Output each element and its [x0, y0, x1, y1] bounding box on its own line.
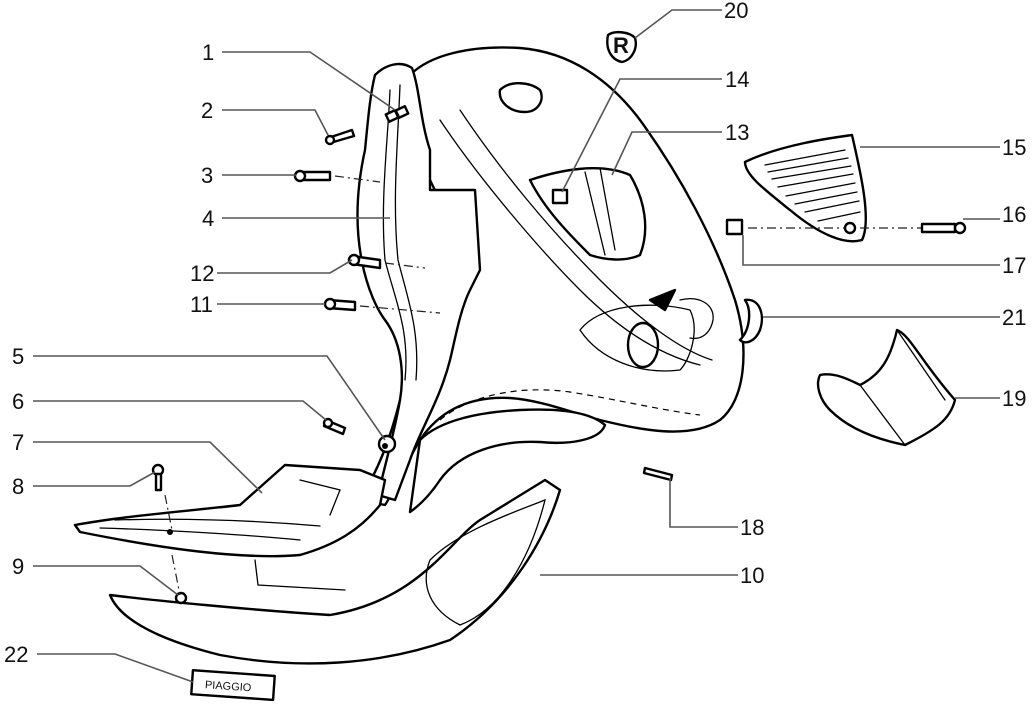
callout-18: 18 — [740, 515, 764, 540]
callout-3: 3 — [201, 163, 213, 188]
leader-lines — [33, 9, 1000, 683]
callout-19: 19 — [1002, 386, 1026, 411]
callout-17: 17 — [1002, 253, 1026, 278]
callout-21: 21 — [1002, 305, 1026, 330]
callout-1: 1 — [202, 40, 214, 65]
callout-15: 15 — [1002, 135, 1026, 160]
clip-17 — [725, 218, 744, 236]
callout-10: 10 — [740, 563, 764, 588]
footrest-mat — [73, 463, 387, 558]
badge-text: PIAGGIO — [205, 679, 253, 694]
callout-2: 2 — [201, 98, 213, 123]
screw-3 — [293, 169, 381, 183]
callout-12: 12 — [190, 261, 214, 286]
callout-6: 6 — [12, 389, 24, 414]
callout-13: 13 — [725, 120, 749, 145]
screw-2 — [324, 128, 356, 146]
screw-11 — [323, 297, 441, 314]
callout-11: 11 — [190, 292, 213, 317]
screw-16 — [920, 221, 967, 235]
piaggio-badge: PIAGGIO — [190, 669, 276, 702]
spring-18 — [642, 466, 674, 482]
callout-9: 9 — [12, 554, 24, 579]
screw-6 — [322, 417, 347, 436]
emblem-20: R — [606, 30, 637, 64]
grille-15 — [743, 133, 922, 243]
screw-12 — [347, 253, 426, 270]
callout-14: 14 — [725, 67, 749, 92]
emblem-letter: R — [613, 33, 629, 58]
cap-21 — [738, 298, 764, 344]
callout-20: 20 — [724, 0, 748, 23]
callout-5: 5 — [12, 344, 24, 369]
clip-14 — [551, 188, 569, 205]
callout-8: 8 — [12, 474, 24, 499]
callout-labels: 1 2 3 4 5 6 7 8 9 10 11 12 13 14 15 16 1… — [4, 0, 1026, 667]
callout-22: 22 — [4, 642, 28, 667]
callout-4: 4 — [202, 206, 214, 231]
lower-fairing — [108, 478, 562, 665]
leg-shield-inner — [356, 62, 482, 502]
callout-7: 7 — [12, 430, 24, 455]
callout-16: 16 — [1002, 202, 1026, 227]
pin-8 — [151, 463, 181, 596]
cover-19 — [816, 328, 957, 447]
